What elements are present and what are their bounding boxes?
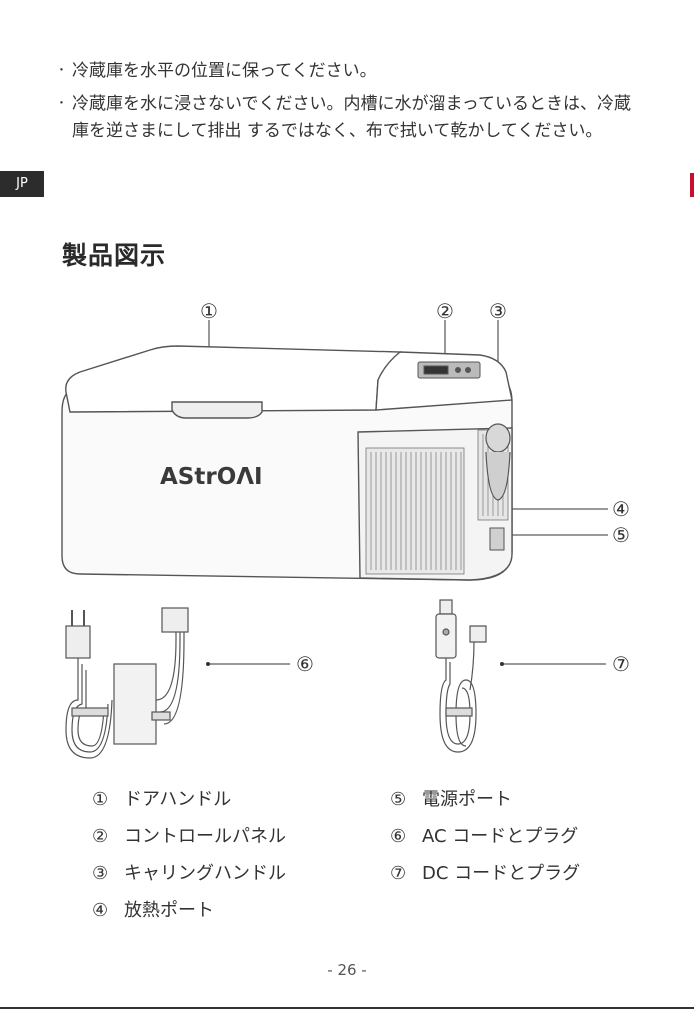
- bullet-text: 冷蔵庫を水に浸さないでください。内槽に水が溜まっているときは、冷蔵庫を逆さまにし…: [72, 94, 631, 141]
- dc-cord-icon: [436, 600, 486, 752]
- power-port-icon: [490, 528, 504, 550]
- section-title: 製品図示: [62, 236, 166, 272]
- bullet-marker: ･: [58, 58, 65, 85]
- ac-cord-icon: [66, 608, 188, 758]
- product-diagram: AStrOΛI: [0, 290, 694, 770]
- bullet-marker: ･: [58, 91, 65, 118]
- control-panel-icon: [418, 362, 480, 378]
- bullet-list: ･ 冷蔵庫を水平の位置に保ってください。 ･ 冷蔵庫を水に浸さないでください。内…: [58, 58, 638, 151]
- bullet-item: ･ 冷蔵庫を水に浸さないでください。内槽に水が溜まっているときは、冷蔵庫を逆さま…: [58, 91, 638, 145]
- brand-logo: AStrOΛI: [160, 464, 263, 490]
- page-number: - 26 -: [0, 961, 694, 979]
- edge-marker: [690, 173, 694, 197]
- language-tab: JP: [0, 171, 44, 197]
- bullet-item: ･ 冷蔵庫を水平の位置に保ってください。: [58, 58, 638, 85]
- bullet-text: 冷蔵庫を水平の位置に保ってください。: [72, 61, 377, 81]
